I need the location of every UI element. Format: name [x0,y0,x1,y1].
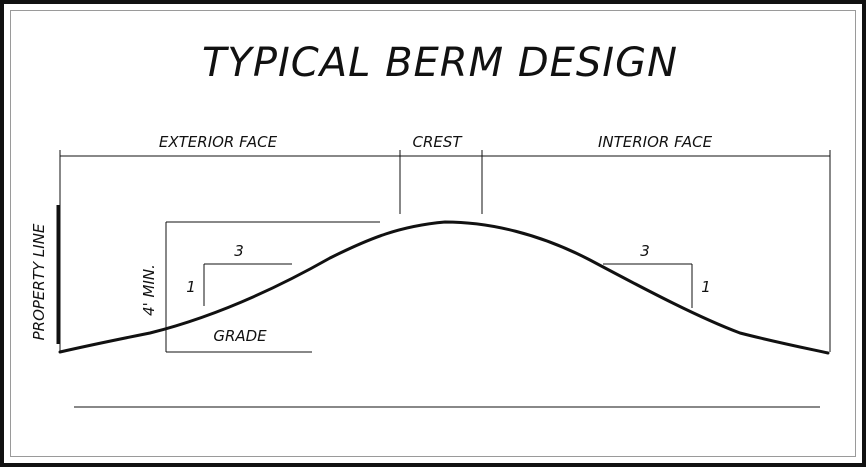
height-dimension [165,221,380,353]
grade-label: GRADE [213,327,267,345]
exterior-face-label: EXTERIOR FACE [159,133,278,151]
berm-profile-curve [58,220,830,355]
right-slope-rise-label: 1 [701,278,711,296]
property-line-label: PROPERTY LINE [30,223,48,340]
right-slope-run-label: 3 [640,242,650,260]
right-slope-ratio [603,263,693,308]
crest-label: CREST [412,133,463,151]
interior-face-label: INTERIOR FACE [598,133,713,151]
left-slope-ratio [203,263,292,306]
left-slope-rise-label: 1 [186,278,196,296]
left-slope-run-label: 3 [234,242,244,260]
diagram-title: TYPICAL BERM DESIGN [202,40,678,86]
min-height-label: 4' MIN. [140,264,158,316]
inner-frame [10,10,856,457]
top-dimension-lines [59,150,831,352]
